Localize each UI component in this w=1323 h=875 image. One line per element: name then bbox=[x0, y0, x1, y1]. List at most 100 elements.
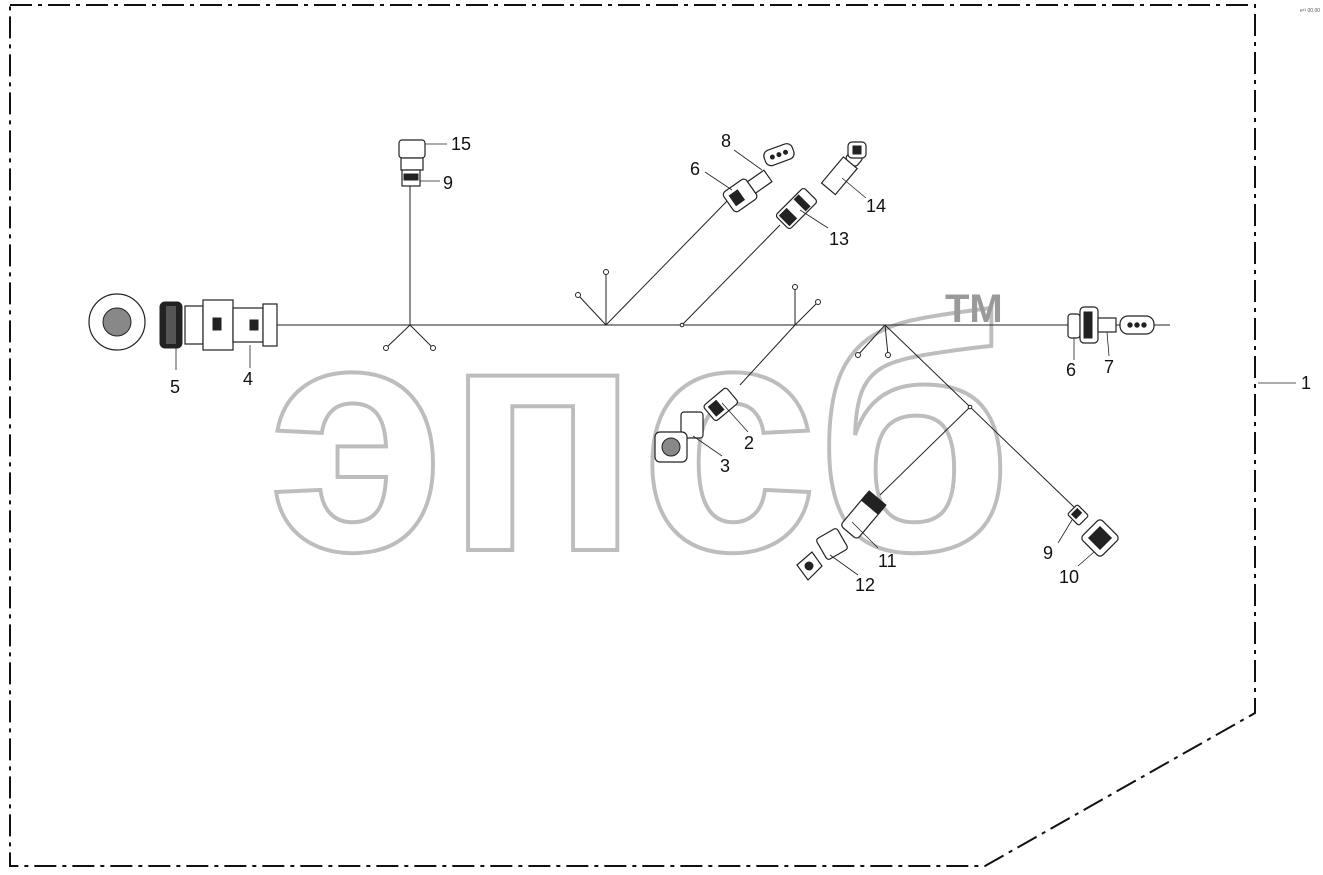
callout-11: 11 bbox=[878, 551, 897, 571]
stub-wire bbox=[577, 294, 607, 326]
harness-wires bbox=[270, 185, 1170, 509]
sensor-body bbox=[775, 187, 818, 230]
callout-2: 2 bbox=[744, 433, 754, 453]
pin-dot bbox=[1134, 322, 1140, 328]
callout-labels: 1 2 3 4 5 6 6 7 8 9 9 10 11 12 13 14 15 bbox=[170, 131, 1311, 595]
sensor-thread bbox=[860, 490, 887, 515]
connector-body bbox=[680, 411, 704, 439]
callout-5: 5 bbox=[170, 377, 180, 397]
terminal-dot bbox=[792, 284, 798, 290]
callout-10: 10 bbox=[1059, 567, 1079, 587]
connector-body bbox=[262, 303, 278, 347]
connector-latch bbox=[249, 319, 259, 331]
leader-line-11 bbox=[851, 521, 879, 549]
connector-part-5 bbox=[88, 293, 183, 351]
connector-ring-inner bbox=[166, 306, 176, 344]
connector-seal bbox=[403, 173, 419, 181]
sensor-band bbox=[793, 194, 811, 212]
sensor-part-13 bbox=[775, 187, 818, 230]
connector-body bbox=[703, 387, 739, 422]
connector-part-2 bbox=[703, 387, 739, 422]
connector-part-6-right bbox=[1067, 306, 1099, 344]
callout-7: 7 bbox=[1104, 357, 1114, 377]
junction-dot bbox=[679, 322, 685, 328]
reference-code: e¹³ 00.00 bbox=[1300, 8, 1320, 14]
connector-neck bbox=[1097, 317, 1117, 333]
terminal-dot bbox=[430, 345, 436, 351]
connector-pins bbox=[661, 437, 681, 457]
sensor-neck bbox=[400, 157, 424, 171]
pin-dot bbox=[776, 152, 782, 158]
terminal-dot bbox=[855, 352, 861, 358]
callout-4: 4 bbox=[243, 369, 253, 389]
leader-line-7 bbox=[1106, 331, 1110, 357]
connector-part-14-head bbox=[847, 141, 867, 159]
sensor-part-15 bbox=[398, 139, 426, 187]
sensor-body bbox=[398, 139, 426, 159]
branch-wire-11-12 bbox=[879, 406, 971, 496]
connector-face bbox=[1087, 525, 1113, 551]
stub-wire bbox=[385, 324, 411, 349]
connector-latch bbox=[212, 317, 222, 331]
leader-line-8 bbox=[733, 149, 763, 171]
callout-9-lower: 9 bbox=[1043, 543, 1053, 563]
pin-dot bbox=[1127, 322, 1133, 328]
callout-6-right: 6 bbox=[1066, 360, 1076, 380]
connector-latch bbox=[1083, 311, 1093, 339]
stub-wire bbox=[857, 324, 886, 356]
connector-part-3 bbox=[654, 411, 704, 463]
leader-line-6 bbox=[704, 171, 733, 191]
watermark-text: эпсб bbox=[268, 251, 1013, 620]
branch-wire-9-10 bbox=[884, 324, 1076, 509]
connector-part-7 bbox=[1097, 315, 1155, 335]
leader-line-3 bbox=[692, 435, 723, 457]
connector-plug bbox=[746, 169, 773, 194]
leader-line-13 bbox=[799, 209, 829, 229]
terminal-dot bbox=[815, 299, 821, 305]
sensor-part-12 bbox=[796, 528, 848, 581]
connector-seal bbox=[1070, 507, 1083, 520]
callout-14: 14 bbox=[866, 196, 886, 216]
sensor-band bbox=[778, 207, 798, 227]
leader-line-2 bbox=[721, 402, 749, 433]
pin-dot bbox=[783, 149, 789, 155]
leader-line-14 bbox=[841, 177, 867, 199]
leader-line-9-lower bbox=[1057, 519, 1073, 544]
connector-part-10 bbox=[1081, 519, 1119, 557]
stub-wire bbox=[884, 324, 889, 356]
callout-12: 12 bbox=[855, 575, 875, 595]
terminal-dot bbox=[603, 269, 609, 275]
stub-wire bbox=[794, 301, 819, 326]
callout-13: 13 bbox=[829, 229, 849, 249]
connector-collar bbox=[1067, 313, 1081, 339]
connector-part-6-upper bbox=[722, 169, 773, 213]
terminal-dot bbox=[575, 292, 581, 298]
leader-lines bbox=[175, 143, 1296, 576]
connector-pins bbox=[852, 145, 862, 155]
callout-9-upper: 9 bbox=[443, 173, 453, 193]
branch-wire-6-8 bbox=[605, 197, 731, 326]
connector-pins bbox=[102, 307, 132, 337]
pin-dot bbox=[769, 154, 775, 160]
connector-part-8 bbox=[763, 143, 795, 167]
sensor-part-11 bbox=[841, 490, 887, 539]
watermark-tm: TM bbox=[945, 287, 1003, 331]
branch-wire-13-14 bbox=[681, 224, 781, 326]
leader-line-12 bbox=[829, 554, 859, 576]
callout-3: 3 bbox=[720, 456, 730, 476]
leader-line-10 bbox=[1077, 551, 1095, 567]
connector-part-9-lower bbox=[1067, 504, 1089, 526]
harness-boundary bbox=[9, 4, 1256, 867]
junction-dot bbox=[967, 404, 973, 410]
flange-hole bbox=[804, 561, 814, 571]
wire-terminals bbox=[383, 269, 973, 410]
watermark: эпсб TM bbox=[266, 249, 1015, 622]
connector-part-4 bbox=[184, 299, 278, 351]
callout-6-upper: 6 bbox=[690, 159, 700, 179]
pin-dot bbox=[1141, 322, 1147, 328]
callout-1: 1 bbox=[1301, 373, 1311, 393]
connector-body bbox=[184, 305, 204, 345]
callout-8: 8 bbox=[721, 131, 731, 151]
connector-latch bbox=[707, 399, 725, 417]
connector-latch bbox=[728, 189, 746, 207]
